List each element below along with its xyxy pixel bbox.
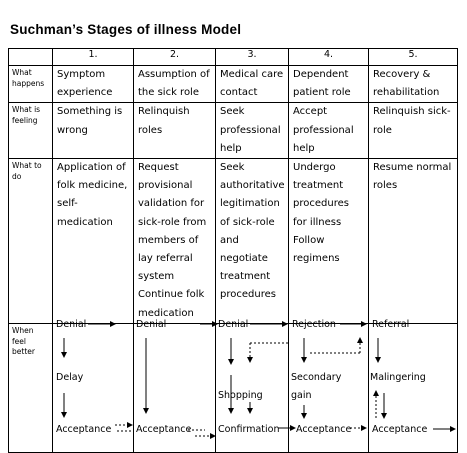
- stage-header: 3.: [215, 48, 289, 66]
- page-title: Suchman’s Stages of illness Model: [10, 22, 242, 37]
- stage-header: 5.: [368, 48, 458, 66]
- flow-cell: [368, 323, 458, 453]
- flow-cell: [133, 323, 216, 453]
- stage-header: 2.: [133, 48, 216, 66]
- what-happens-cell: Recovery &rehabilitation: [368, 64, 458, 104]
- flow-cell: [52, 323, 134, 453]
- header-row: 1. 2. 3. 4. 5.: [8, 48, 458, 66]
- feeling-cell: Relinquish sick-role: [368, 102, 458, 160]
- stage-header: 4.: [288, 48, 369, 66]
- flow-cell: [288, 323, 369, 453]
- stage-header: 1.: [52, 48, 134, 66]
- flow-cell: [215, 323, 289, 453]
- corner-cell: [8, 48, 53, 66]
